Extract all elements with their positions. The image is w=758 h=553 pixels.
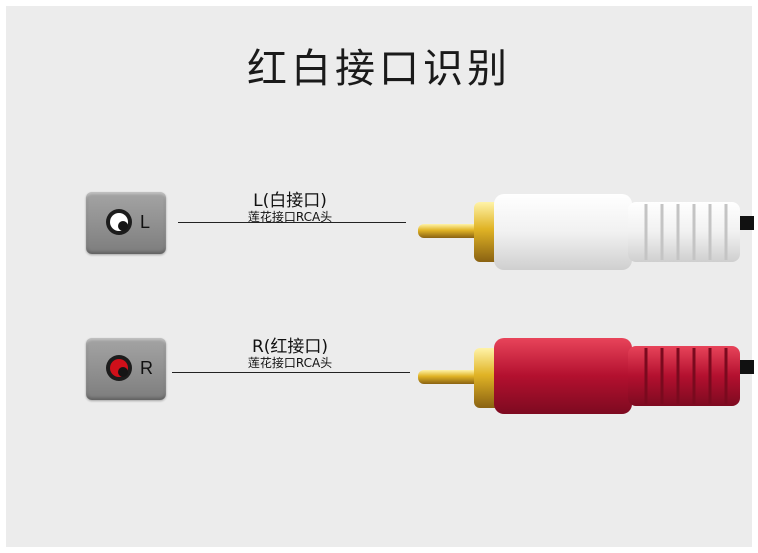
port-letter-l: L bbox=[140, 212, 151, 232]
background-panel bbox=[6, 6, 752, 547]
page-title: 红白接口识别 bbox=[247, 46, 511, 92]
jack-socket bbox=[106, 355, 132, 381]
port-letter-r: R bbox=[140, 358, 153, 378]
port-l-icon: L bbox=[86, 192, 166, 254]
pointer-line-r bbox=[172, 372, 410, 373]
white-ring bbox=[110, 213, 128, 231]
sublabel-r: 莲花接口RCA头 bbox=[247, 356, 333, 370]
red-rca-plug-icon bbox=[418, 338, 754, 414]
white-rca-plug-icon bbox=[418, 194, 754, 270]
port-r-icon: R bbox=[86, 338, 166, 400]
jack-socket bbox=[106, 209, 132, 235]
label-r: R(红接口) bbox=[251, 337, 329, 357]
sublabel-l: 莲花接口RCA头 bbox=[247, 210, 333, 224]
label-l: L(白接口) bbox=[253, 191, 327, 211]
pointer-line-l bbox=[178, 222, 406, 223]
red-ring bbox=[110, 359, 128, 377]
